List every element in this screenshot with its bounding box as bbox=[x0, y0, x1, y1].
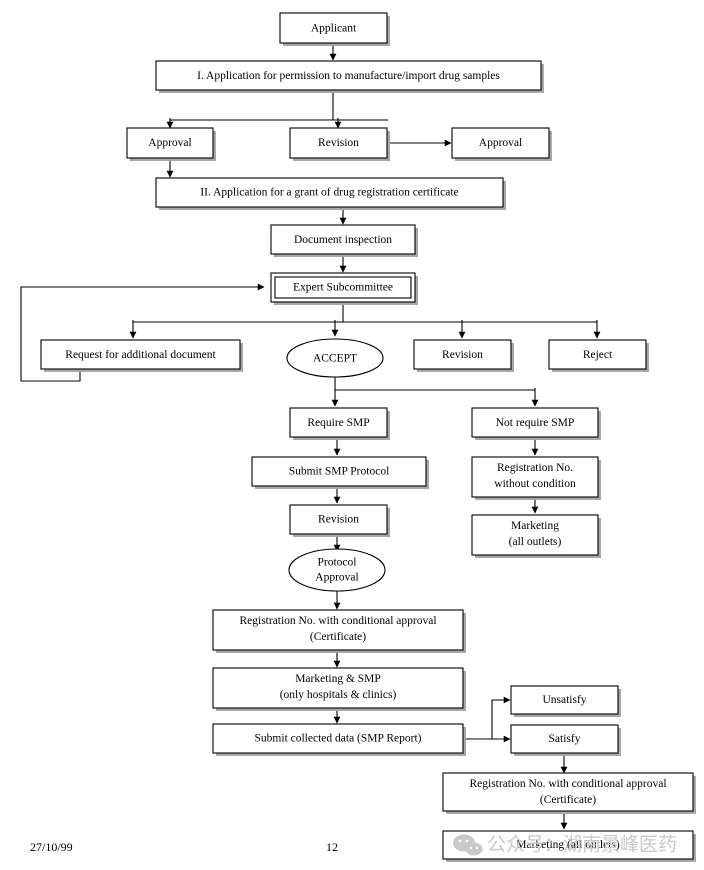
watermark-text: 公众号：湖南景峰医药 bbox=[487, 834, 677, 856]
node-marketing-final-label: Marketing (all outlets) bbox=[516, 839, 620, 851]
node-reject-label: Reject bbox=[583, 349, 613, 361]
node-application-ii-label: II. Application for a grant of drug regi… bbox=[200, 187, 458, 199]
node-registration-conditional-2-line1: Registration No. with conditional approv… bbox=[469, 778, 666, 790]
watermark: 公众号：湖南景峰医药 bbox=[453, 834, 677, 856]
node-satisfy-label: Satisfy bbox=[549, 733, 581, 745]
node-application-ii[interactable]: II. Application for a grant of drug regi… bbox=[155, 177, 506, 210]
node-revision-top[interactable]: Revision bbox=[289, 127, 390, 161]
node-expert-subcommittee-label: Expert Subcommittee bbox=[293, 282, 393, 294]
node-accept-label: ACCEPT bbox=[313, 353, 357, 365]
node-revision-smp[interactable]: Revision bbox=[289, 504, 390, 537]
node-approval-left-label: Approval bbox=[148, 137, 191, 149]
edge-request-additional-feedback-loop bbox=[20, 283, 265, 382]
edge-application-i-split bbox=[169, 92, 388, 127]
wechat-icon bbox=[453, 834, 483, 856]
node-protocol-approval-line1: Protocol bbox=[318, 557, 357, 569]
node-approval-left[interactable]: Approval bbox=[126, 127, 216, 161]
edge-accept-split-bus bbox=[334, 374, 535, 391]
connectors bbox=[20, 43, 601, 830]
node-satisfy[interactable]: Satisfy bbox=[510, 724, 621, 756]
node-unsatisfy-label: Unsatisfy bbox=[542, 694, 586, 706]
node-protocol-approval[interactable]: Protocol Approval bbox=[288, 548, 386, 592]
edge-expert-split-bus bbox=[133, 302, 597, 323]
node-marketing-all-outlets[interactable]: Marketing (all outlets) bbox=[471, 514, 601, 558]
node-revision-top-label: Revision bbox=[318, 137, 359, 149]
node-submit-smp-protocol[interactable]: Submit SMP Protocol bbox=[251, 456, 429, 489]
node-require-smp[interactable]: Require SMP bbox=[289, 407, 390, 440]
node-reject[interactable]: Reject bbox=[548, 339, 649, 372]
node-application-i[interactable]: I. Application for permission to manufac… bbox=[155, 60, 544, 93]
node-approval-right-label: Approval bbox=[479, 137, 522, 149]
node-registration-no-without-condition[interactable]: Registration No. without condition bbox=[471, 456, 601, 500]
node-protocol-approval-line2: Approval bbox=[315, 572, 358, 584]
node-registration-conditional-1[interactable]: Registration No. with conditional approv… bbox=[212, 609, 466, 653]
node-marketing-smp-line2: (only hospitals & clinics) bbox=[280, 689, 397, 701]
node-document-inspection-label: Document inspection bbox=[294, 234, 392, 246]
node-registration-conditional-1-line2: (Certificate) bbox=[310, 631, 366, 643]
node-document-inspection[interactable]: Document inspection bbox=[270, 224, 418, 257]
node-registration-conditional-1-line1: Registration No. with conditional approv… bbox=[239, 615, 436, 627]
node-not-require-smp[interactable]: Not require SMP bbox=[471, 407, 601, 440]
node-request-additional-document[interactable]: Request for additional document bbox=[40, 339, 243, 372]
node-unsatisfy[interactable]: Unsatisfy bbox=[510, 685, 621, 717]
node-approval-right[interactable]: Approval bbox=[451, 127, 552, 161]
footer-page-number: 12 bbox=[326, 840, 338, 854]
footer-date: 27/10/99 bbox=[30, 840, 73, 854]
node-revision-mid-label: Revision bbox=[442, 349, 483, 361]
node-expert-subcommittee[interactable]: Expert Subcommittee bbox=[270, 272, 418, 305]
node-registration-no-without-condition-line2: without condition bbox=[494, 478, 576, 490]
node-accept[interactable]: ACCEPT bbox=[286, 338, 384, 378]
node-revision-mid[interactable]: Revision bbox=[413, 339, 514, 372]
node-registration-conditional-2-line2: (Certificate) bbox=[540, 794, 596, 806]
node-applicant[interactable]: Applicant bbox=[279, 12, 390, 46]
node-application-i-label: I. Application for permission to manufac… bbox=[197, 70, 500, 82]
node-revision-smp-label: Revision bbox=[318, 514, 359, 526]
node-request-additional-document-label: Request for additional document bbox=[65, 349, 216, 361]
node-require-smp-label: Require SMP bbox=[307, 417, 369, 429]
node-registration-conditional-2[interactable]: Registration No. with conditional approv… bbox=[442, 772, 696, 814]
node-submit-collected-data-label: Submit collected data (SMP Report) bbox=[255, 733, 422, 745]
node-applicant-label: Applicant bbox=[311, 23, 357, 35]
node-submit-smp-protocol-label: Submit SMP Protocol bbox=[289, 466, 390, 478]
node-not-require-smp-label: Not require SMP bbox=[496, 417, 575, 429]
node-submit-collected-data[interactable]: Submit collected data (SMP Report) bbox=[212, 723, 466, 756]
node-marketing-final[interactable]: Marketing (all outlets) bbox=[442, 830, 696, 862]
node-marketing-smp[interactable]: Marketing & SMP (only hospitals & clinic… bbox=[212, 667, 466, 711]
node-registration-no-without-condition-line1: Registration No. bbox=[497, 462, 573, 474]
node-marketing-all-outlets-line2: (all outlets) bbox=[509, 536, 562, 548]
node-marketing-all-outlets-line1: Marketing bbox=[511, 520, 559, 532]
node-marketing-smp-line1: Marketing & SMP bbox=[295, 673, 381, 685]
edge-submit-data-branch-bus bbox=[463, 700, 493, 740]
